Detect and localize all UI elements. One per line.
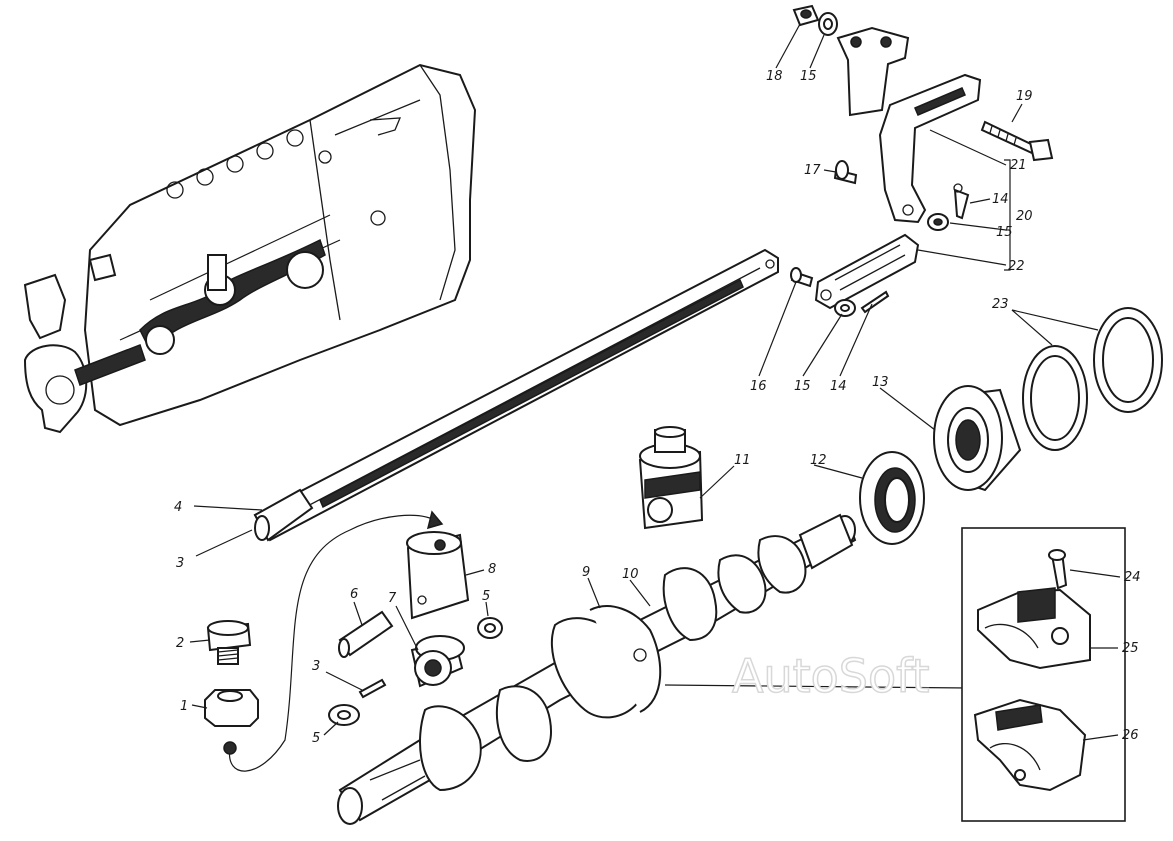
label-15b: 15 [996, 225, 1013, 240]
label-2: 2 [176, 636, 184, 651]
label-12: 12 [810, 453, 827, 468]
bolt-16 [790, 267, 814, 288]
label-15a: 15 [800, 69, 817, 84]
pin-14-low [860, 290, 890, 314]
pin-3 [358, 678, 387, 699]
label-21: 21 [1010, 158, 1027, 173]
label-14b: 14 [830, 379, 847, 394]
washer-15-low [834, 299, 856, 317]
label-1: 1 [180, 699, 188, 714]
bush-7 [410, 635, 465, 688]
label-25: 25 [1122, 641, 1139, 656]
bracket-block [836, 26, 910, 117]
label-13: 13 [872, 375, 889, 390]
collar-8 [406, 531, 470, 620]
bolt-17 [833, 160, 858, 185]
label-5: 5 [312, 731, 320, 746]
nut-1 [204, 689, 259, 727]
label-3: 3 [176, 556, 184, 571]
label-23: 23 [992, 297, 1009, 312]
label-20: 20 [1016, 209, 1033, 224]
pump-housing [23, 63, 477, 434]
pin-14-top [953, 183, 970, 220]
label-11: 11 [734, 453, 751, 468]
label-15c: 15 [794, 379, 811, 394]
lever-21 [878, 73, 982, 224]
camshaft [337, 513, 969, 825]
link-22 [814, 233, 920, 310]
label-7: 7 [388, 591, 397, 606]
washers-23 [1022, 307, 1163, 451]
label-22: 22 [1008, 259, 1025, 274]
label-14a: 14 [992, 192, 1009, 207]
washer-5 [328, 704, 360, 726]
label-18: 18 [766, 69, 783, 84]
bearing-13 [933, 385, 1022, 492]
washer-15-top [818, 12, 838, 36]
label-10: 10 [622, 567, 639, 582]
label-24: 24 [1124, 570, 1141, 585]
seal-12 [859, 451, 925, 545]
rack-assembly [253, 248, 779, 542]
watermark-text: AutoSoft [732, 649, 930, 703]
label-19: 19 [1016, 89, 1033, 104]
leader-lines [189, 23, 1121, 741]
label-17: 17 [804, 163, 821, 178]
label-16: 16 [750, 379, 767, 394]
washer-15-mid [927, 213, 949, 231]
callout-labels: 4 3 2 1 3 5 6 7 8 5 9 10 11 12 13 23 16 … [174, 69, 1141, 746]
bolt-2 [206, 620, 252, 665]
pin-6 [338, 610, 394, 658]
bolt-19 [980, 120, 1054, 162]
tappet-11 [638, 426, 704, 530]
label-26: 26 [1122, 728, 1139, 743]
label-4: 4 [174, 500, 182, 515]
label-9: 9 [582, 565, 590, 580]
wire-seal [228, 514, 439, 772]
inset-box [961, 527, 1126, 822]
washer-5b [477, 617, 503, 639]
label-6: 6 [350, 587, 358, 602]
nut-18 [792, 4, 820, 27]
label-5b: 5 [482, 589, 490, 604]
label-8: 8 [488, 562, 496, 577]
label-3b: 3 [312, 659, 320, 674]
